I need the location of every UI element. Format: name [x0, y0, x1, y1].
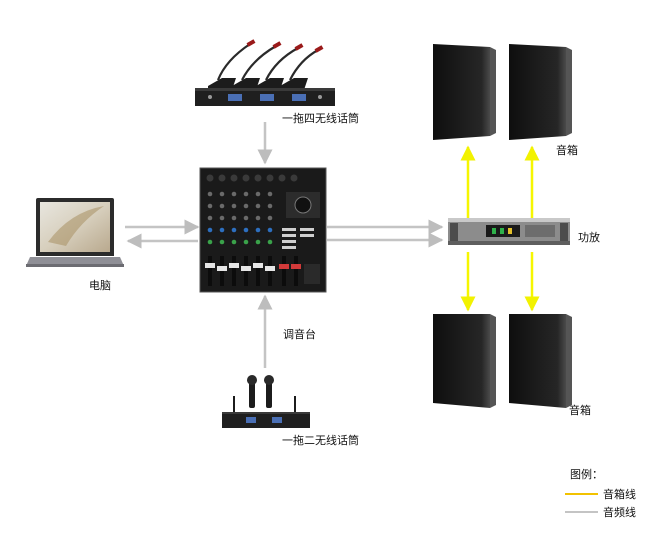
legend-title: 图例： — [570, 467, 603, 481]
label-amplifier: 功放 — [578, 230, 600, 244]
speaker-top-right — [509, 44, 572, 140]
label-speakers-top: 音箱 — [556, 143, 578, 157]
amplifier — [448, 218, 570, 245]
label-speakers-bottom: 音箱 — [569, 403, 591, 417]
speaker-top-left — [433, 44, 496, 140]
laptop — [26, 198, 124, 267]
audio-lines — [125, 122, 444, 368]
label-computer: 电脑 — [89, 279, 111, 292]
label-mixer: 调音台 — [283, 327, 316, 341]
label-mic2: 一拖二无线话筒 — [282, 433, 359, 447]
speaker-bottom-left — [433, 314, 496, 408]
wireless-mic-4-receiver — [195, 39, 335, 106]
legend-label-audio-line: 音频线 — [603, 505, 636, 519]
legend: 图例： 音箱线 音频线 — [565, 467, 636, 519]
wireless-mic-2-receiver — [222, 375, 310, 428]
speaker-bottom-right — [509, 314, 572, 408]
legend-label-speaker-line: 音箱线 — [603, 487, 636, 501]
mixer — [199, 167, 327, 293]
speaker-lines — [460, 145, 540, 312]
label-mic4: 一拖四无线话筒 — [282, 111, 359, 125]
